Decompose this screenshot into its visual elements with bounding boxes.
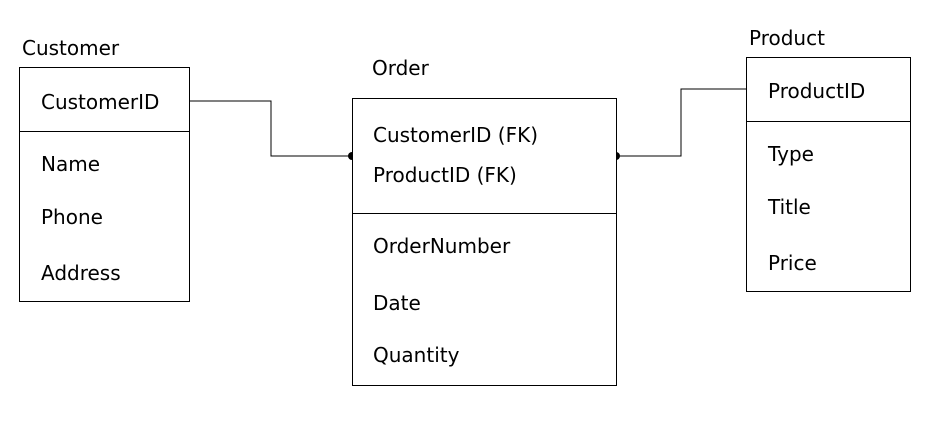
customer-entity: CustomerID Name Phone Address (19, 67, 190, 302)
product-attr-type: Type (768, 142, 814, 166)
order-key-customerid-fk: CustomerID (FK) (373, 123, 539, 147)
product-entity-title: Product (749, 26, 825, 50)
product-attr-title: Title (768, 195, 811, 219)
product-order-connector (616, 88, 746, 157)
customer-key-section: CustomerID (20, 68, 189, 132)
product-key-productid: ProductID (768, 79, 866, 103)
order-key-productid-fk: ProductID (FK) (373, 163, 517, 187)
order-entity: CustomerID (FK) ProductID (FK) OrderNumb… (352, 98, 617, 386)
order-attr-ordernumber: OrderNumber (373, 234, 511, 258)
order-entity-title: Order (372, 56, 429, 80)
order-key-section: CustomerID (FK) ProductID (FK) (353, 99, 616, 214)
customer-order-connector (190, 100, 352, 157)
customer-attr-phone: Phone (41, 205, 103, 229)
order-attr-date: Date (373, 291, 421, 315)
customer-attr-name: Name (41, 152, 101, 176)
product-attr-price: Price (768, 251, 817, 275)
order-attr-quantity: Quantity (373, 343, 460, 367)
customer-attr-address: Address (41, 261, 121, 285)
customer-entity-title: Customer (22, 36, 120, 60)
customer-key-customerid: CustomerID (41, 90, 160, 114)
product-entity: ProductID Type Title Price (746, 57, 911, 292)
product-key-section: ProductID (747, 58, 910, 122)
